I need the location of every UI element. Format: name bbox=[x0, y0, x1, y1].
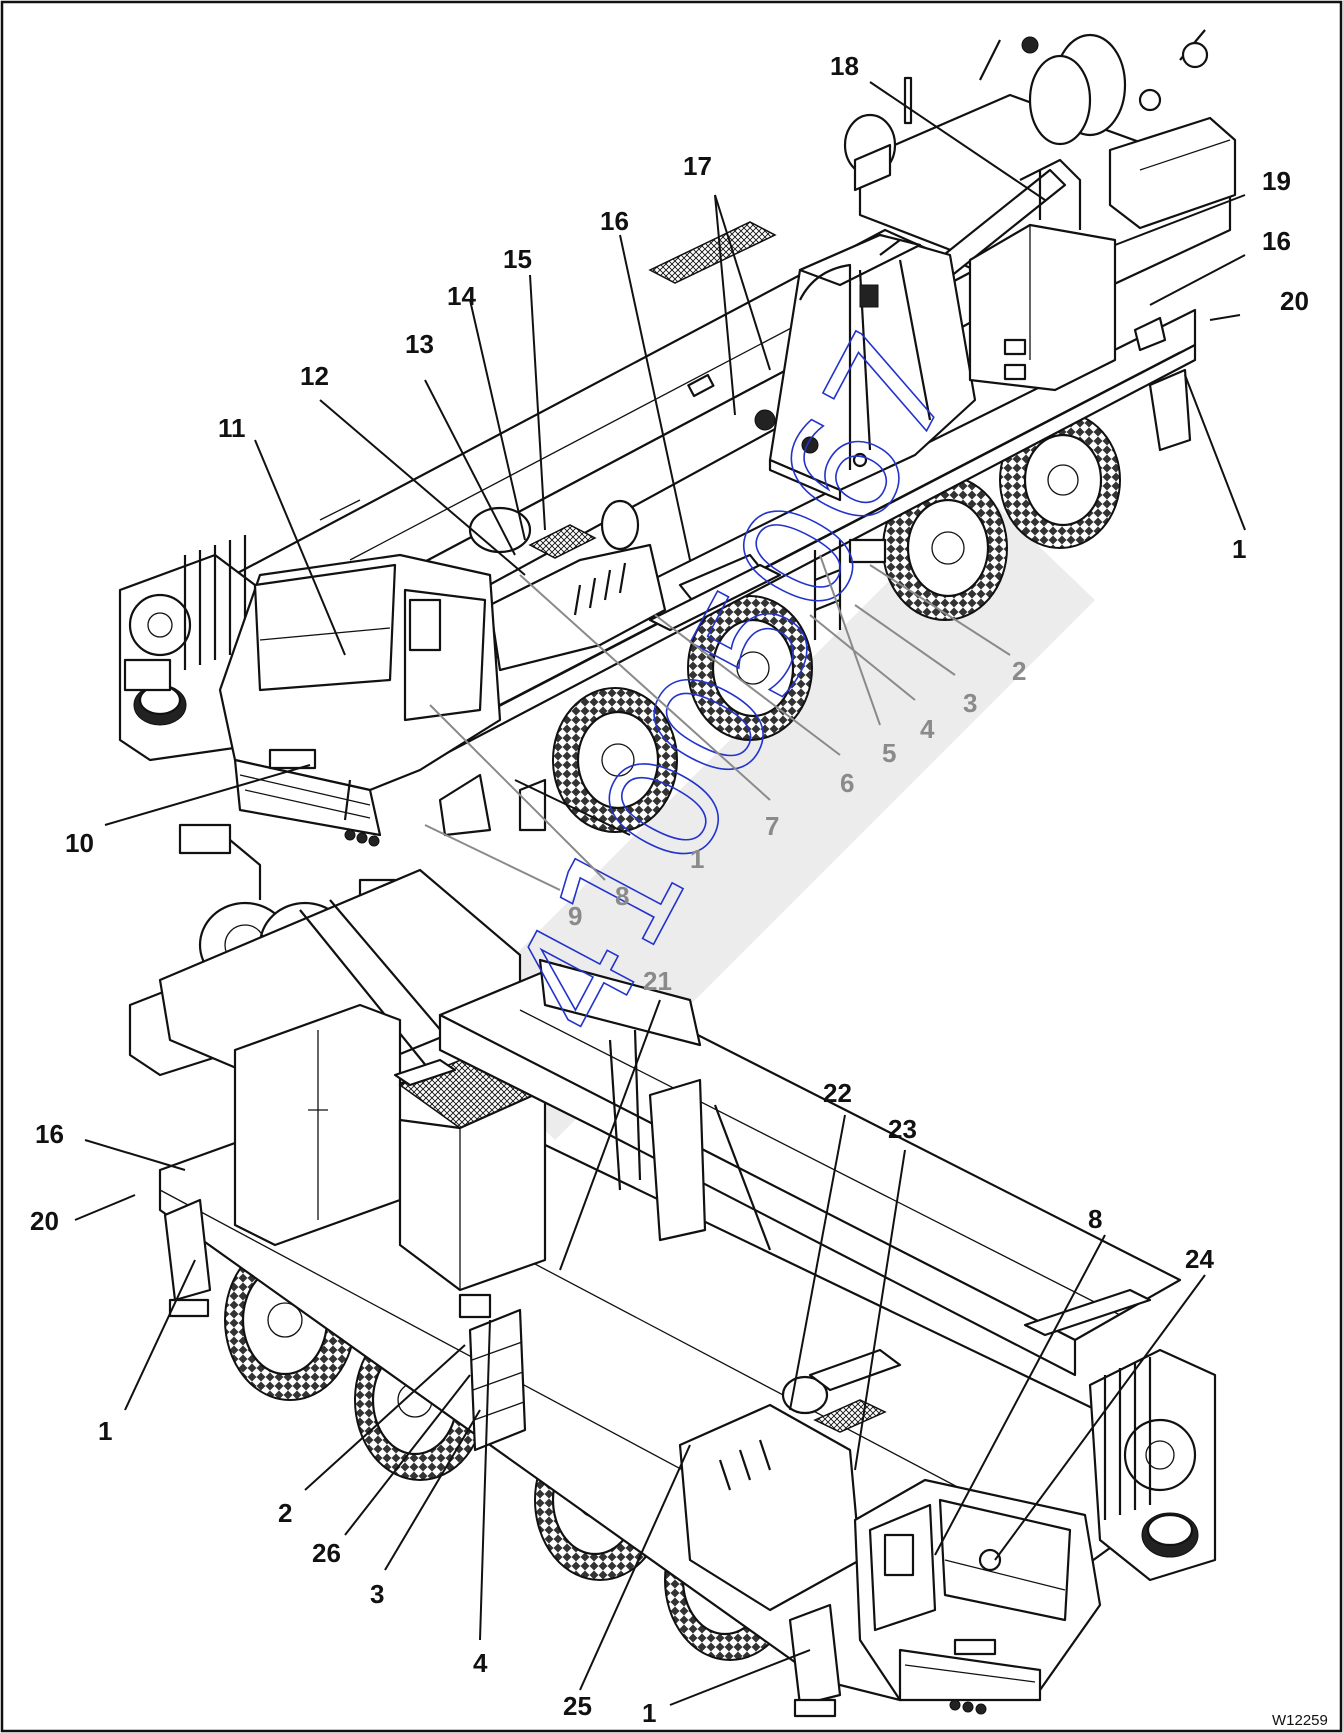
callout-17: 17 bbox=[683, 151, 712, 181]
upper-wheels bbox=[552, 411, 1121, 833]
callouts-lower: 21 22 23 16 20 8 24 1 2 26 3 4 25 1 bbox=[30, 966, 1214, 1728]
callouts-upper: 18 17 19 16 16 15 20 14 13 12 11 1 2 3 4… bbox=[65, 51, 1309, 931]
callout-13: 13 bbox=[405, 329, 434, 359]
callout-2: 2 bbox=[1012, 656, 1026, 686]
callout-12: 12 bbox=[300, 361, 329, 391]
callout-22: 22 bbox=[823, 1078, 852, 1108]
upper-engine-area bbox=[468, 499, 887, 672]
callout-14: 14 bbox=[447, 281, 476, 311]
crane-lower-view bbox=[128, 823, 1217, 1718]
callout-4: 4 bbox=[473, 1648, 488, 1678]
lower-superstructure bbox=[128, 823, 547, 1292]
leader-lines bbox=[74, 81, 1246, 1706]
callout-20: 20 bbox=[1280, 286, 1309, 316]
callout-1: 1 bbox=[642, 1698, 656, 1728]
lower-access-steps bbox=[458, 1293, 527, 1452]
figure-id: W12259 bbox=[1272, 1712, 1328, 1729]
upper-boom-head bbox=[118, 535, 257, 762]
lower-carrier-cab bbox=[853, 1478, 1102, 1715]
callout-4: 4 bbox=[920, 714, 935, 744]
lower-boom bbox=[438, 958, 1182, 1377]
lower-engine-area bbox=[678, 1348, 902, 1612]
callout-16: 16 bbox=[35, 1119, 64, 1149]
callout-11: 11 bbox=[218, 413, 246, 443]
upper-carrier-cab bbox=[218, 553, 502, 847]
callout-15: 15 bbox=[503, 244, 532, 274]
callout-21: 21 bbox=[643, 966, 672, 996]
callout-7: 7 bbox=[765, 811, 779, 841]
callout-6: 6 bbox=[840, 768, 854, 798]
callout-1: 1 bbox=[1232, 534, 1246, 564]
callout-8: 8 bbox=[1088, 1204, 1102, 1234]
lower-outriggers bbox=[163, 1198, 842, 1718]
callout-16: 16 bbox=[600, 206, 629, 236]
callout-24: 24 bbox=[1185, 1244, 1214, 1274]
callout-2: 2 bbox=[278, 1498, 292, 1528]
callout-18: 18 bbox=[830, 51, 859, 81]
callout-10: 10 bbox=[65, 828, 94, 858]
callout-1: 1 bbox=[98, 1416, 112, 1446]
callout-25: 25 bbox=[563, 1691, 592, 1721]
callout-20: 20 bbox=[30, 1206, 59, 1236]
callout-26: 26 bbox=[312, 1538, 341, 1568]
upper-platform bbox=[968, 158, 1167, 392]
callout-16: 16 bbox=[1262, 226, 1291, 256]
upper-crane-cab bbox=[754, 233, 977, 502]
callout-3: 3 bbox=[963, 688, 977, 718]
callout-3: 3 bbox=[370, 1579, 384, 1609]
lower-boom-head bbox=[1023, 1288, 1217, 1582]
callout-23: 23 bbox=[888, 1114, 917, 1144]
crane-upper-view bbox=[118, 29, 1237, 847]
callout-9: 9 bbox=[568, 901, 582, 931]
callout-8: 8 bbox=[615, 881, 629, 911]
callout-5: 5 bbox=[882, 738, 896, 768]
callout-1: 1 bbox=[690, 844, 704, 874]
callout-19: 19 bbox=[1262, 166, 1291, 196]
